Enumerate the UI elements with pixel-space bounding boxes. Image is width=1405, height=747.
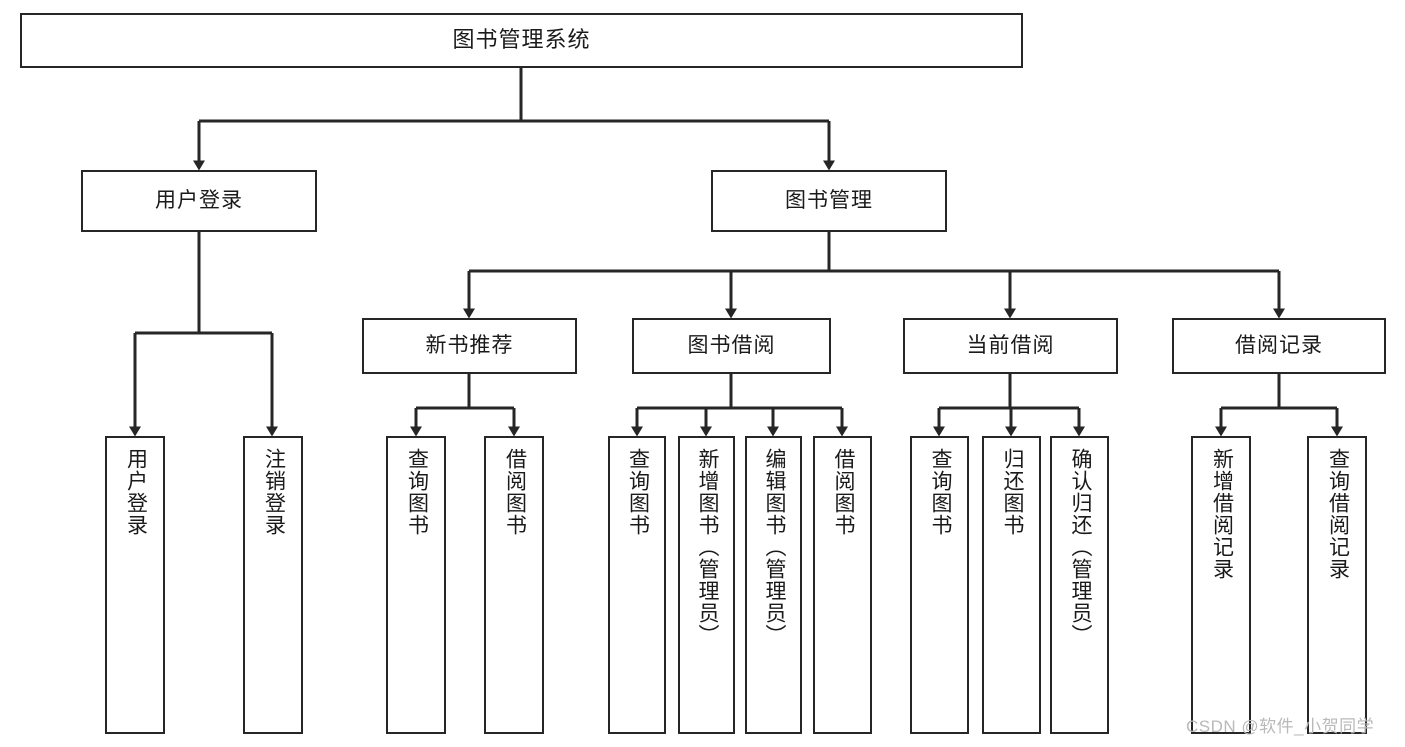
node-current-borrow-label: 当前借阅	[966, 334, 1055, 358]
node-root[interactable]: 图书管理系统	[20, 13, 1023, 68]
csdn-watermark: CSDN @软件_小贺同学	[1186, 717, 1375, 736]
leaf-add-borrow-record[interactable]: 新增借阅记录	[1191, 436, 1251, 734]
leaf-confirm-return-admin-label: 确认归还（管理员）	[1068, 448, 1092, 646]
node-root-label: 图书管理系统	[452, 27, 591, 53]
leaf-logout-label: 注销登录	[262, 448, 286, 536]
node-user-login[interactable]: 用户登录	[81, 170, 317, 232]
leaf-add-borrow-record-label: 新增借阅记录	[1210, 448, 1234, 580]
leaf-query-book-recommend[interactable]: 查询图书	[386, 436, 446, 734]
leaf-return-book[interactable]: 归还图书	[982, 436, 1041, 734]
leaf-query-borrow-record-label: 查询借阅记录	[1326, 448, 1350, 580]
node-new-book-recommend[interactable]: 新书推荐	[362, 318, 577, 374]
leaf-logout[interactable]: 注销登录	[243, 436, 303, 734]
node-borrow-record-label: 借阅记录	[1235, 334, 1323, 358]
node-book-manage-label: 图书管理	[785, 189, 873, 213]
leaf-confirm-return-admin[interactable]: 确认归还（管理员）	[1050, 436, 1109, 734]
leaf-borrow-book-label: 借阅图书	[831, 448, 855, 536]
node-book-borrow[interactable]: 图书借阅	[632, 318, 831, 374]
node-user-login-label: 用户登录	[155, 189, 243, 213]
leaf-query-book-borrow-label: 查询图书	[626, 448, 650, 536]
leaf-query-book-borrow[interactable]: 查询图书	[608, 436, 666, 734]
leaf-query-book-recommend-label: 查询图书	[405, 448, 429, 536]
leaf-return-book-label: 归还图书	[1000, 448, 1024, 536]
leaf-user-login[interactable]: 用户登录	[105, 436, 165, 734]
leaf-query-book-current-label: 查询图书	[928, 448, 952, 536]
leaf-query-book-current[interactable]: 查询图书	[910, 436, 969, 734]
leaf-borrow-book[interactable]: 借阅图书	[813, 436, 872, 734]
node-book-borrow-label: 图书借阅	[687, 334, 776, 358]
node-current-borrow[interactable]: 当前借阅	[903, 318, 1118, 374]
leaf-edit-book-admin-label: 编辑图书（管理员）	[762, 448, 786, 646]
leaf-add-book-admin-label: 新增图书（管理员）	[695, 448, 719, 646]
leaf-add-book-admin[interactable]: 新增图书（管理员）	[678, 436, 735, 734]
leaf-borrow-book-recommend-label: 借阅图书	[503, 448, 527, 536]
leaf-user-login-label: 用户登录	[124, 448, 148, 536]
leaf-query-borrow-record[interactable]: 查询借阅记录	[1307, 436, 1367, 734]
node-book-manage[interactable]: 图书管理	[711, 170, 947, 232]
leaf-edit-book-admin[interactable]: 编辑图书（管理员）	[745, 436, 802, 734]
node-new-book-recommend-label: 新书推荐	[425, 334, 514, 358]
node-borrow-record[interactable]: 借阅记录	[1172, 318, 1386, 374]
leaf-borrow-book-recommend[interactable]: 借阅图书	[484, 436, 544, 734]
